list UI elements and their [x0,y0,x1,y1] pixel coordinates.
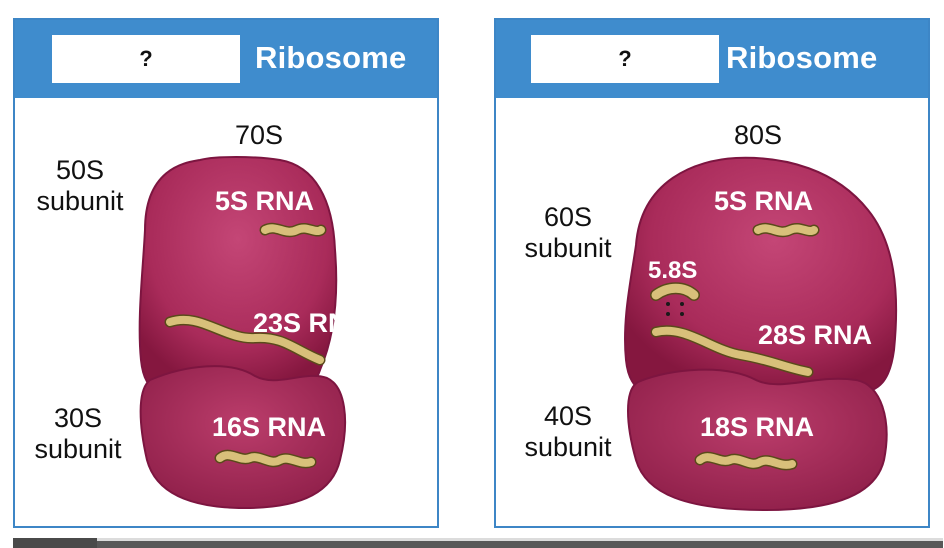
rna-label-c: 16S RNA [212,412,326,442]
ribosome-illustration: 5S RNA 5.8S 28S RNA 18S RNA [624,156,898,512]
rna-label-b: 23S RNA [253,308,367,338]
panel-header: ? Ribosome [496,20,928,98]
base-pairing-dots [666,302,684,316]
rna-label-c: 28S RNA [758,320,872,350]
small-subunit-shape [139,365,347,510]
prokaryotic-ribosome-panel: ? Ribosome 70S 50S subunit 30S subunit [13,18,439,528]
eukaryotic-ribosome-panel: ? Ribosome 80S 60S subunit 40S subunit [494,18,930,528]
toolbar-strip [97,538,943,541]
large-subunit-label: 50S subunit [36,155,124,216]
panel-header: ? Ribosome [15,20,437,98]
answer-blank-box[interactable]: ? [52,35,240,83]
toolbar-tab[interactable] [13,538,97,548]
panel-title: Ribosome [255,40,407,75]
rna-label-b: 5.8S [648,257,697,284]
panel-title: Ribosome [726,40,878,75]
large-subunit-shape [138,156,338,393]
small-subunit-shape [627,368,888,512]
large-subunit-label: 60S subunit [524,202,612,263]
small-subunit-label: 40S subunit [524,401,612,462]
total-sedimentation-label: 70S [235,120,284,150]
small-subunit-label: 30S subunit [34,403,122,464]
answer-blank-box[interactable]: ? [531,35,719,83]
rna-label-a: 5S RNA [714,186,813,216]
bottom-toolbar [13,538,943,548]
rna-label-a: 5S RNA [215,186,314,216]
total-sedimentation-label: 80S [734,120,783,150]
rna-label-d: 18S RNA [700,412,814,442]
ribosome-illustration: 5S RNA 23S RNA 16S RNA [138,156,367,510]
